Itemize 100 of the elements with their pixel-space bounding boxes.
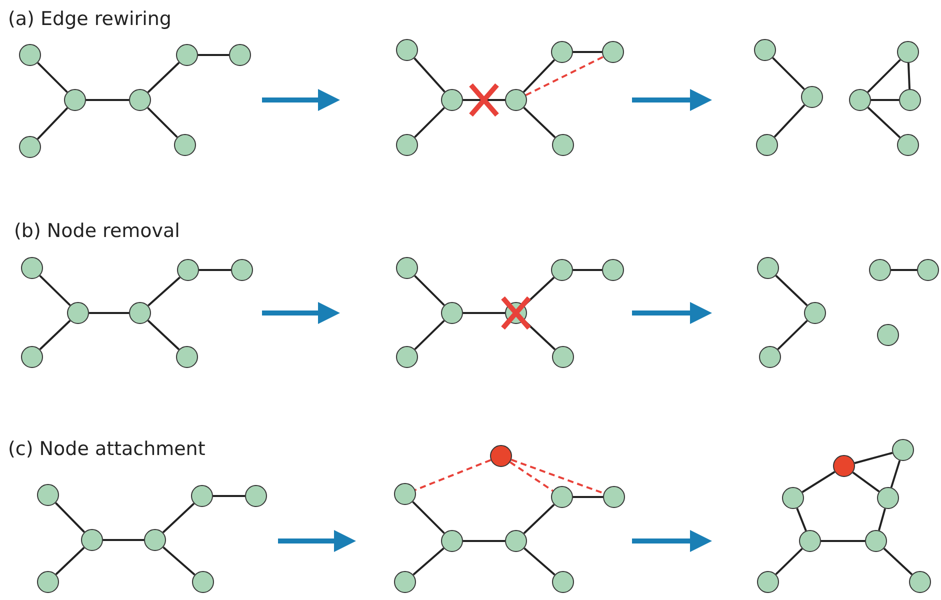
network-link [414,58,446,92]
network-link [39,274,71,306]
network-link [162,502,195,534]
network-link [39,320,71,350]
network-link [55,546,85,576]
network-node [552,134,574,156]
network-link [524,547,556,576]
network-node [19,44,41,66]
network-link [796,508,807,532]
network-node [21,257,43,279]
network-node [505,89,527,111]
network-link [463,540,505,542]
network-link [774,104,806,138]
network-node [754,39,776,61]
network-node [19,136,41,158]
network-node [877,487,899,509]
network-link [36,107,68,140]
network-node [603,486,625,508]
network-link [414,320,445,350]
network-node [899,89,921,111]
network-link [86,99,129,101]
network-node [756,134,778,156]
network-node [892,439,914,461]
network-node [229,44,251,66]
network-node [757,257,779,279]
network-node [782,487,804,509]
network-link [883,548,913,576]
network-link [89,312,129,314]
network-link [867,59,901,93]
network-link [414,107,445,138]
network-link [573,51,602,53]
network-node [909,571,931,593]
network-link [463,312,505,314]
network-node [801,86,823,108]
network-node [191,485,213,507]
network-node [64,89,86,111]
network-node [441,302,463,324]
network-link [854,452,893,464]
network-node [849,89,871,111]
panel-heading: (c) Node attachment [8,440,206,459]
network-link [414,275,445,306]
network-node [602,41,624,63]
network-node [804,302,826,324]
new-link [511,458,604,494]
network-link [199,269,231,271]
network-link [523,504,555,534]
network-node [869,259,891,281]
network-node [897,41,919,63]
network-node [799,530,821,552]
new-link [525,56,604,96]
network-link [573,269,602,271]
network-link [891,269,917,271]
network-link [147,320,180,350]
network-node [877,324,899,346]
network-link [907,62,911,90]
network-node [759,346,781,368]
network-link [412,547,444,576]
network-link [162,546,196,576]
network-node [37,571,59,593]
network-link [867,106,901,138]
network-link [802,471,836,493]
panel-heading: (a) Edge rewiring [8,10,172,29]
network-node [176,44,198,66]
network-node [245,485,267,507]
network-link [890,460,901,488]
network-node [21,346,43,368]
network-node [396,39,418,61]
network-link [523,106,556,138]
network-link [148,276,180,306]
network-node [394,483,416,505]
network-link [463,99,505,101]
network-link [777,320,808,350]
network-node [865,530,887,552]
network-link [775,274,808,306]
network-node [174,134,196,156]
network-node [67,302,89,324]
network-node [394,571,416,593]
network-node [441,89,463,111]
network-link [147,62,180,94]
network-node [396,346,418,368]
network-link [573,496,603,498]
network-link [213,495,245,497]
network-link [147,107,178,138]
network-link [852,472,880,492]
network-node [551,41,573,63]
network-node [602,259,624,281]
network-node [505,530,527,552]
network-node [551,259,573,281]
network-node [231,259,253,281]
network-link [821,540,865,542]
network-link [412,501,445,534]
network-link [871,99,899,101]
network-link [37,62,68,93]
network-node [176,346,198,368]
network-node [551,486,573,508]
network-link [522,59,556,93]
network-node [757,571,779,593]
network-link [772,57,805,90]
network-link [198,54,229,56]
network-node [144,529,166,551]
